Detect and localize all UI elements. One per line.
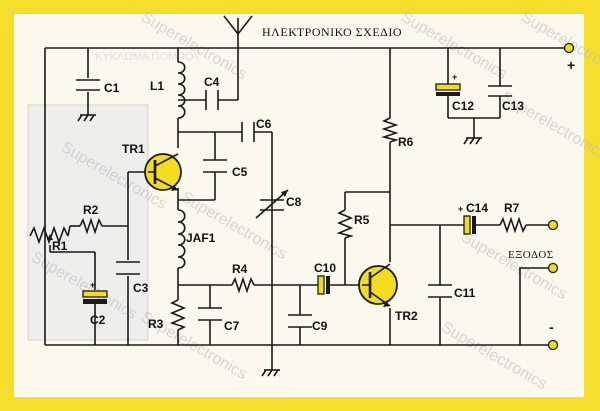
label-c12: C12 bbox=[452, 99, 474, 113]
label-c11: C11 bbox=[454, 286, 476, 300]
label-r6: R6 bbox=[398, 135, 414, 149]
terminals bbox=[547, 42, 575, 351]
ground-c1 bbox=[77, 114, 96, 122]
c14-plus-symbol: + bbox=[458, 204, 463, 214]
label-r5: R5 bbox=[354, 213, 370, 227]
capacitor-c13: C13 bbox=[488, 85, 524, 113]
label-r1: R1 bbox=[52, 239, 68, 253]
label-r3: R3 bbox=[148, 317, 164, 331]
supply-negative-terminal bbox=[547, 339, 559, 351]
label-c10: C10 bbox=[314, 261, 336, 275]
ground-c8 bbox=[261, 369, 280, 377]
capacitor-c7: C7 bbox=[198, 307, 240, 333]
resistor-r3: R3 bbox=[148, 299, 187, 331]
capacitor-c3: C3 bbox=[116, 261, 149, 295]
label-c3: C3 bbox=[133, 281, 149, 295]
transistor-tr2: TR2 bbox=[358, 263, 418, 323]
wires bbox=[44, 47, 565, 370]
resistor-r4: R4 bbox=[231, 262, 255, 294]
resistor-r6: R6 bbox=[381, 117, 414, 149]
choke-jaf1: JAF1 bbox=[177, 209, 216, 269]
label-jaf1: JAF1 bbox=[186, 231, 216, 245]
label-r2: R2 bbox=[83, 203, 99, 217]
electrolytic-capacitor-c14: + C14 bbox=[458, 201, 488, 235]
electrolytic-capacitor-c12: + C12 bbox=[435, 72, 474, 113]
ground-c12-c13 bbox=[463, 137, 482, 145]
inductor-l1: L1 bbox=[150, 61, 186, 119]
label-c9: C9 bbox=[312, 319, 328, 333]
capacitor-c11: C11 bbox=[428, 284, 476, 300]
label-c1: C1 bbox=[104, 81, 120, 95]
supply-positive-terminal bbox=[563, 42, 575, 54]
label-c6: C6 bbox=[256, 117, 272, 131]
capacitor-c1: C1 bbox=[76, 79, 120, 95]
antenna bbox=[223, 15, 253, 100]
label-tr2: TR2 bbox=[395, 309, 418, 323]
potentiometer-r1: R1 bbox=[29, 225, 71, 253]
label-r4: R4 bbox=[232, 262, 248, 276]
label-tr1: TR1 bbox=[122, 142, 145, 156]
resistor-r5: R5 bbox=[336, 209, 370, 239]
output-terminal-1 bbox=[547, 219, 559, 231]
label-c5: C5 bbox=[232, 165, 248, 179]
output-terminal-2 bbox=[547, 262, 559, 274]
transistor-tr1: TR1 bbox=[122, 142, 182, 191]
faded-header-text: ΚΥΚΛΩΜΑ ΠΟΜΠΟΥ bbox=[95, 51, 201, 63]
plus-symbol: + bbox=[567, 57, 575, 73]
label-c2: C2 bbox=[90, 313, 106, 327]
label-c8: C8 bbox=[286, 195, 302, 209]
label-c4: C4 bbox=[204, 75, 220, 89]
variable-capacitor-c8: C8 bbox=[255, 189, 302, 219]
watermark-10: Superelectronics bbox=[438, 319, 550, 393]
resistor-r2: R2 bbox=[79, 203, 103, 235]
watermark-1: Superelectronics bbox=[138, 9, 250, 83]
capacitor-c4: C4 bbox=[204, 75, 220, 110]
output-label: ΕΞΟΔΟΣ bbox=[508, 249, 554, 261]
electrolytic-capacitor-c2: + C2 bbox=[82, 280, 108, 327]
electrolytic-capacitor-c10: C10 bbox=[314, 261, 336, 295]
label-c7: C7 bbox=[224, 319, 240, 333]
capacitor-c9: C9 bbox=[288, 314, 328, 333]
capacitor-c6: C6 bbox=[241, 117, 272, 142]
label-c14: C14 bbox=[466, 201, 488, 215]
minus-symbol: - bbox=[549, 319, 554, 335]
watermark-5: Superelectronics bbox=[518, 9, 600, 83]
c12-plus-symbol: + bbox=[452, 72, 457, 82]
label-l1: L1 bbox=[150, 79, 164, 93]
capacitor-c5: C5 bbox=[203, 159, 248, 179]
label-c13: C13 bbox=[502, 99, 524, 113]
label-r7: R7 bbox=[504, 201, 520, 215]
c2-plus-symbol: + bbox=[90, 280, 95, 290]
resistor-r7: R7 bbox=[499, 201, 527, 234]
diagram-title: ΗΛΕΚΤΡΟΝΙΚΟ ΣΧΕΔΙΟ bbox=[262, 25, 402, 39]
